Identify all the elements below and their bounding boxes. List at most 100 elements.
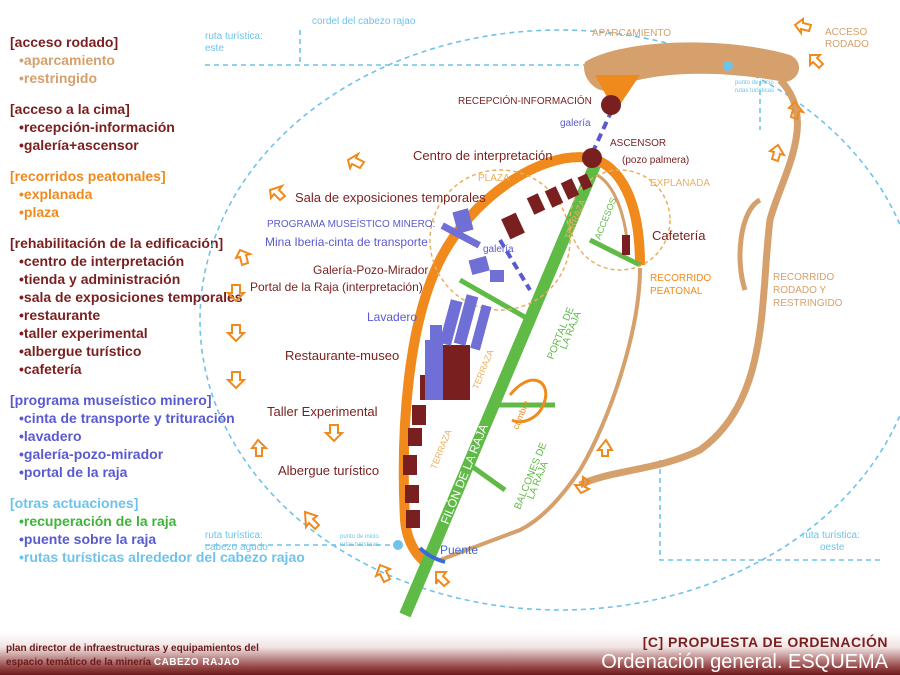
building [560, 178, 580, 200]
arrow-icon [573, 475, 592, 495]
legend-item: rutas turísticas alrededor del cabezo ra… [10, 548, 310, 566]
legend-item: cinta de transporte y trituración [10, 409, 310, 427]
road-branch [737, 197, 762, 291]
legend-item: restaurante [10, 306, 310, 324]
arrow-icon [595, 438, 614, 457]
label-puente: Puente [440, 543, 478, 557]
arrow-icon [234, 248, 254, 267]
legend-group: [recorridos peatonales]explanadaplaza [10, 168, 310, 221]
legend-item: puente sobre la raja [10, 530, 310, 548]
building [440, 345, 470, 400]
route-right-line [690, 69, 761, 130]
label-mina: Mina Iberia-cinta de transporte [265, 235, 428, 249]
label-ruta-este-2: este [205, 43, 224, 54]
block [490, 270, 504, 282]
label-ascensor: ASCENSOR [610, 138, 666, 149]
footer-project-title: plan director de infraestructuras y equi… [6, 642, 259, 670]
arrow-icon [793, 17, 813, 36]
footer-line1: plan director de infraestructuras y equi… [6, 643, 259, 654]
legend-group: [acceso a la cima]recepción-informacióng… [10, 101, 310, 154]
filon-de-la-raja [399, 162, 601, 618]
footer-section-title: [C] PROPUESTA DE ORDENACIÓN [642, 634, 888, 650]
puente-bridge [418, 546, 446, 564]
arrow-icon [323, 424, 345, 443]
buildings [403, 173, 630, 528]
label-ruta-agudo: ruta turística: [205, 530, 263, 541]
label-cordel: cordel del cabezo rajao [312, 16, 416, 27]
legend-group-title: [recorridos peatonales] [10, 168, 166, 184]
label-lavadero: Lavadero [367, 310, 417, 324]
legend-group-title: [otras actuaciones] [10, 495, 139, 511]
label-galeria2: galería [483, 244, 514, 255]
arrow-icon [435, 571, 451, 588]
access-arrows [225, 17, 825, 588]
label-ruta-oeste-2: oeste [820, 542, 845, 553]
legend-item: galería-pozo-mirador [10, 445, 310, 463]
arrow-icon [268, 184, 287, 202]
label-ruta-agudo-2: cabezo agudo [205, 542, 268, 553]
block [468, 255, 490, 276]
arrow-icon [787, 100, 806, 121]
label-ascensor-2: (pozo palmera) [622, 155, 689, 166]
legend-group-title: [acceso rodado] [10, 34, 119, 50]
label-terraza-low: TERRAZA [429, 428, 454, 471]
tourist-routes [199, 29, 900, 611]
arrow-icon [374, 563, 393, 584]
arrow-icon [225, 324, 247, 343]
label-ruta-oeste: ruta turística: [802, 530, 860, 541]
building [405, 485, 419, 503]
route-oeste-line [659, 460, 880, 561]
arrow-icon [303, 510, 321, 531]
legend-item: galería+ascensor [10, 136, 310, 154]
arrow-icon [225, 371, 247, 390]
label-taller: Taller Experimental [267, 404, 378, 419]
label-acceso-rodado-2: RODADO [825, 39, 869, 50]
legend-item: centro de interpretación [10, 252, 310, 270]
building [526, 193, 546, 215]
parking-orange [595, 75, 640, 112]
label-punto-inicio-top: punto de inicio [735, 80, 774, 86]
museum-program [425, 208, 504, 400]
restricted-road [578, 77, 801, 489]
pedestrian-route-tan [439, 267, 642, 562]
green-branch-2 [458, 277, 532, 323]
legend: [acceso rodado]aparcamientorestringido[a… [10, 34, 310, 580]
pedestrian-circles [429, 169, 671, 311]
label-explanada: EXPLANADA [650, 178, 710, 189]
footer-section-subtitle: Ordenación general. ESQUEMA [601, 651, 888, 673]
diagram-labels: cordel del cabezo rajao ruta turística: … [205, 16, 869, 557]
conveyor [440, 222, 481, 249]
label-recorrido-peatonal: RECORRIDO [650, 273, 711, 284]
legend-item: recepción-información [10, 118, 310, 136]
label-plaza: PLAZA [478, 173, 510, 184]
plaza-circle [429, 169, 571, 311]
recepcion-dot [601, 95, 621, 115]
terrace-orange-path [398, 152, 645, 570]
building [577, 173, 593, 191]
legend-item: cafetería [10, 360, 310, 378]
legend-item: plaza [10, 203, 310, 221]
legend-item: portal de la raja [10, 463, 310, 481]
building [544, 186, 564, 208]
legend-item: restringido [10, 69, 310, 87]
block [439, 299, 463, 346]
label-recepcion: RECEPCIÓN-INFORMACIÓN [458, 94, 592, 107]
label-recorrido-rodado: RECORRIDO [773, 272, 834, 283]
footer-line2-text: espacio temático de la minería [6, 657, 152, 668]
legend-item: explanada [10, 185, 310, 203]
block [430, 325, 442, 345]
arrow-icon [250, 438, 269, 457]
legend-group: [rehabilitación de la edificación]centro… [10, 235, 310, 378]
label-sala: Sala de exposiciones temporales [295, 190, 486, 205]
block [425, 340, 443, 400]
arrow-icon [767, 143, 787, 163]
explanada-circle [569, 169, 671, 271]
label-terraza-mid: TERRAZA [471, 348, 496, 391]
legend-item: recuperación de la raja [10, 512, 310, 530]
parking-area [584, 42, 800, 91]
building [408, 428, 422, 446]
green-branch-3 [468, 462, 507, 493]
block [470, 304, 492, 351]
legend-group-title: [rehabilitación de la edificación] [10, 235, 224, 251]
label-albergue: Albergue turístico [278, 463, 379, 478]
